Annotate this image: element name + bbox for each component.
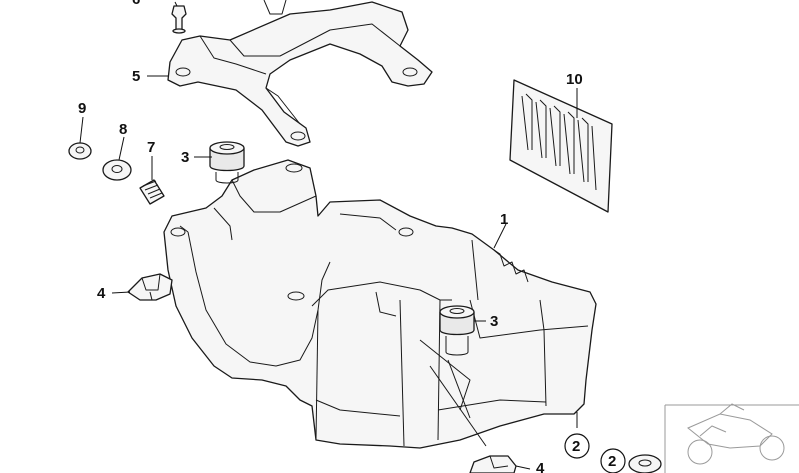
callout-1: 1 xyxy=(500,211,508,228)
rubber-grommet-lower xyxy=(439,305,475,356)
callout-8: 8 xyxy=(119,121,127,138)
callout-2a-ring xyxy=(564,433,590,459)
vehicle-thumbnail xyxy=(664,403,799,473)
callout-9: 9 xyxy=(78,100,86,117)
hex-nut xyxy=(68,142,92,160)
main-tray xyxy=(163,159,597,449)
threaded-bolt xyxy=(139,179,165,205)
flat-washer xyxy=(102,159,132,181)
leader-lines xyxy=(79,1,578,470)
rubber-pad xyxy=(509,79,613,213)
retaining-clip-bottom xyxy=(469,455,517,473)
callout-10: 10 xyxy=(566,71,583,88)
callout-2a: 2 xyxy=(572,438,580,455)
grommet-2 xyxy=(628,454,662,473)
callout-2b-ring xyxy=(600,448,626,473)
callout-3a: 3 xyxy=(181,149,189,166)
retaining-clip-left xyxy=(127,273,173,301)
callout-4a: 4 xyxy=(97,285,106,302)
clip-pin xyxy=(171,5,187,34)
upper-bracket xyxy=(167,0,433,147)
rubber-grommet-upper xyxy=(209,141,245,184)
callout-7: 7 xyxy=(147,139,155,156)
callout-4b: 4 xyxy=(536,460,545,473)
callout-6: 6 xyxy=(132,0,140,8)
callout-3b: 3 xyxy=(490,313,498,330)
callout-2b: 2 xyxy=(608,453,616,470)
callout-5: 5 xyxy=(132,68,140,85)
